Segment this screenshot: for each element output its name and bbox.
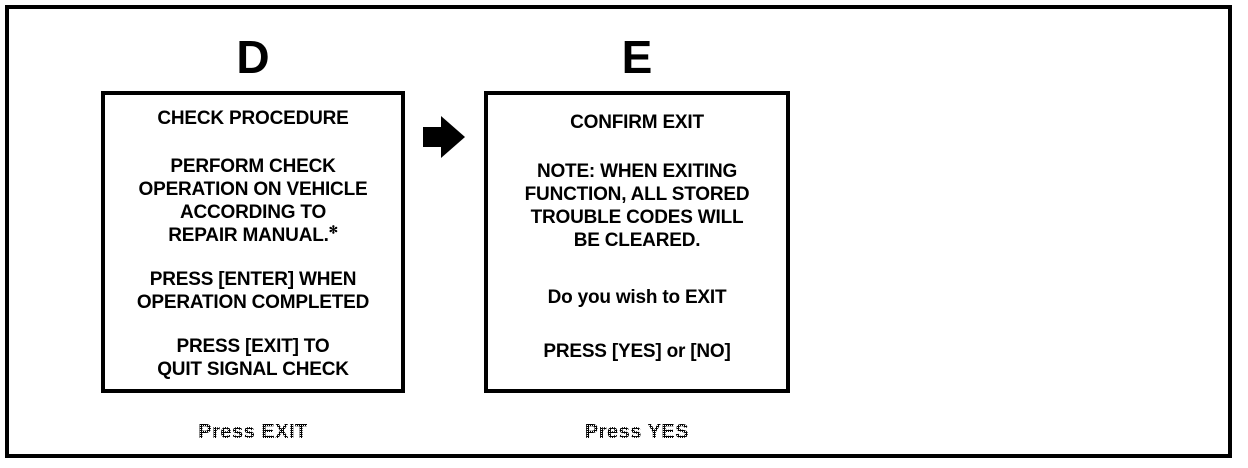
panel-d-enter-prompt: PRESS [ENTER] WHEN OPERATION COMPLETED [111, 268, 395, 314]
panel-e-note-line-3: TROUBLE CODES WILL [530, 207, 744, 228]
panel-d-exit-prompt-line-2: QUIT SIGNAL CHECK [157, 359, 349, 381]
panel-d-gap-2 [111, 247, 395, 268]
panel-box-e: CONFIRM EXIT NOTE: WHEN EXITING FUNCTION… [484, 91, 790, 393]
panel-e-yesno-prompt-line: PRESS [YES] or [NO] [543, 341, 731, 362]
panel-d-instruction-line-4-text: REPAIR MANUAL. [168, 224, 329, 246]
panel-d-instruction-line-2: OPERATION ON VEHICLE [138, 178, 368, 200]
panel-d-enter-prompt-line-2: OPERATION COMPLETED [136, 291, 370, 313]
panel-e-gap-1 [494, 134, 780, 160]
panel-e-gap-2 [494, 252, 780, 286]
caption-press-yes: Press YES [484, 421, 790, 444]
panel-box-d: CHECK PROCEDURE PERFORM CHECK OPERATION … [101, 91, 405, 393]
panel-d-gap-1 [111, 130, 395, 155]
panel-e-note-line-1: NOTE: WHEN EXITING [536, 161, 738, 182]
panel-d-instruction-block: PERFORM CHECK OPERATION ON VEHICLE ACCOR… [111, 155, 395, 247]
panel-e-heading: CONFIRM EXIT [494, 111, 780, 134]
arrow-tail [423, 127, 445, 147]
panel-e-note-line-2: FUNCTION, ALL STORED [524, 184, 750, 205]
panel-d-heading-line: CHECK PROCEDURE [157, 108, 349, 129]
panel-d-instruction-line-3: ACCORDING TO [179, 201, 327, 223]
panel-group-d: D CHECK PROCEDURE PERFORM CHECK OPERATIO… [101, 29, 405, 393]
panel-d-exit-prompt-line-1: PRESS [EXIT] TO [176, 336, 330, 358]
panel-e-question: Do you wish to EXIT [494, 286, 780, 309]
panel-letter-d: D [236, 31, 270, 83]
panel-e-heading-line: CONFIRM EXIT [570, 112, 704, 133]
panel-d-gap-3 [111, 314, 395, 335]
arrow-head [441, 116, 465, 158]
panel-e-question-line: Do you wish to EXIT [547, 287, 727, 308]
panel-d-instruction-line-4: REPAIR MANUAL.✻ [111, 224, 395, 247]
caption-press-exit: Press EXIT [101, 421, 405, 444]
panel-d-instruction-line-1: PERFORM CHECK [170, 155, 336, 177]
panel-letter-e: E [621, 31, 653, 83]
panel-e-gap-3 [494, 309, 780, 340]
panel-e-yesno-prompt: PRESS [YES] or [NO] [494, 340, 780, 363]
outer-frame-border: D CHECK PROCEDURE PERFORM CHECK OPERATIO… [5, 5, 1232, 458]
panel-e-note-block: NOTE: WHEN EXITING FUNCTION, ALL STORED … [494, 160, 780, 252]
panel-e-gap-4 [494, 363, 780, 381]
panel-d-enter-prompt-line-1: PRESS [ENTER] WHEN [149, 268, 357, 290]
footnote-asterisk-icon: ✻ [328, 224, 338, 237]
panel-d-exit-prompt: PRESS [EXIT] TO QUIT SIGNAL CHECK [111, 335, 395, 381]
panel-group-e: E CONFIRM EXIT NOTE: WHEN EXITING FUNCTI… [484, 29, 790, 393]
panel-d-heading: CHECK PROCEDURE [111, 107, 395, 130]
panel-e-note-line-4: BE CLEARED. [573, 230, 701, 251]
right-arrow-icon [423, 116, 465, 158]
